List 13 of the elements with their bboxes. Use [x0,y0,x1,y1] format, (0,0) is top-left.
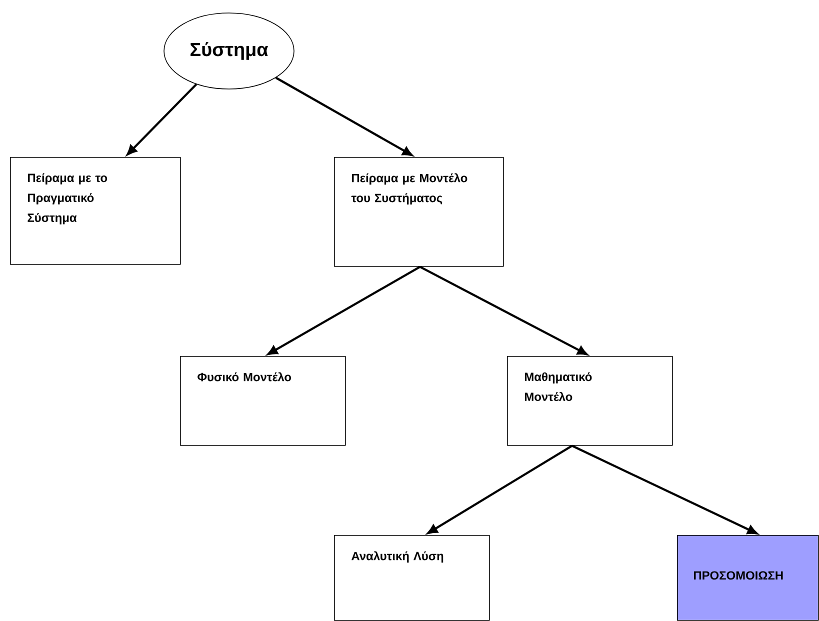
arrow [420,266,588,356]
process-box: Πείραμα με Μοντέλο του Συστήματος [334,157,504,267]
process-box: Πείραμα με το Πραγματικό Σύστημα [10,157,181,265]
arrow [126,84,198,156]
arrow [572,444,758,534]
process-box: ΠΡΟΣΟΜΟΙΩΣΗ [677,535,819,621]
arrow [267,266,421,356]
arrow [427,444,573,534]
process-box: Φυσικό Μοντέλο [180,356,346,446]
process-box: Μαθηματικό Μοντέλο [507,356,673,446]
arrow [275,76,413,156]
process-box: Αναλυτική Λύση [334,535,490,621]
ellipse-node: Σύστημα [164,12,294,90]
